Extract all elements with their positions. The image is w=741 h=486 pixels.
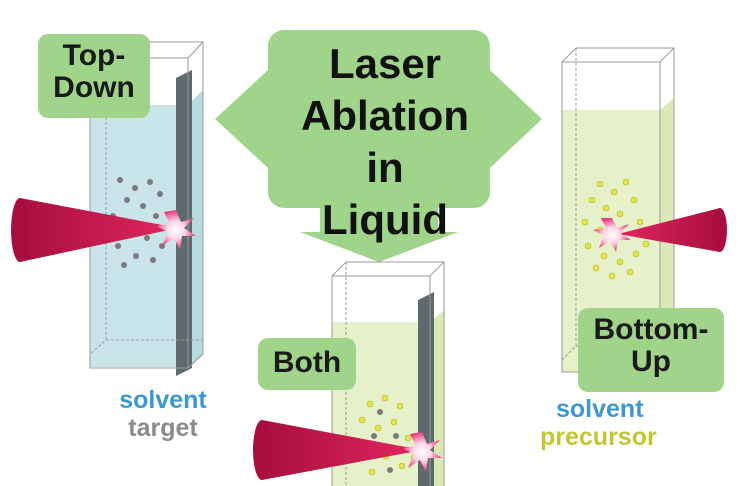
- label-both: Both: [258, 338, 356, 390]
- ablation-flash-right: [593, 218, 631, 252]
- legend-left-target: target: [128, 414, 198, 442]
- label-bottom-up-line1: Bottom-: [593, 313, 709, 346]
- central-arrow-shape: [215, 30, 542, 262]
- laser-beam-left: [11, 198, 178, 262]
- legend-left: solvent target: [98, 386, 228, 442]
- title-line-3: Liquid: [322, 196, 448, 243]
- laser-beam-bottom: [253, 420, 422, 480]
- label-top-down-line1: Top-: [62, 39, 126, 72]
- label-bottom-up-line2: Up: [631, 344, 671, 378]
- laser-beam-right: [618, 208, 727, 252]
- particles-precursor-right: [581, 178, 650, 280]
- title-line-1: Laser: [328, 40, 442, 87]
- ablation-flash-left: [156, 210, 196, 250]
- legend-right-solvent: solvent: [556, 395, 644, 423]
- legend-left-solvent: solvent: [119, 386, 207, 414]
- ablation-flash-bottom: [402, 432, 442, 472]
- title-line-2: Ablation in: [301, 92, 469, 191]
- label-top-down-line2: Down: [53, 70, 135, 104]
- legend-right-precursor: precursor: [540, 423, 657, 451]
- label-top-down: Top- Down: [38, 34, 150, 118]
- diagram-title: Laser Ablation in Liquid: [290, 38, 480, 243]
- legend-right: solvent precursor: [540, 395, 680, 451]
- label-bottom-up: Bottom- Up: [578, 308, 724, 392]
